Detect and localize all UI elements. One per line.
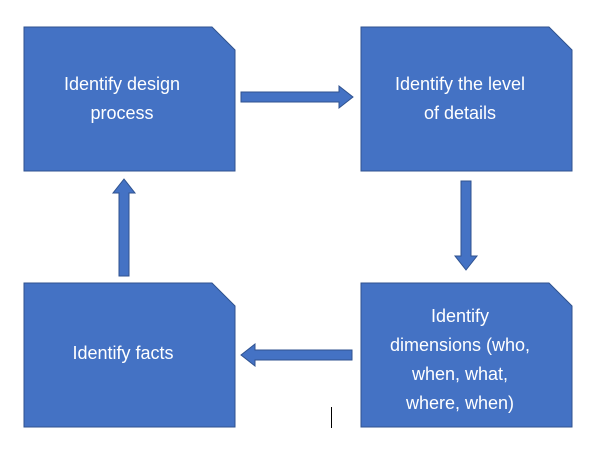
arrow-down xyxy=(453,180,479,271)
box-design-process xyxy=(23,26,236,172)
box-facts xyxy=(23,282,236,428)
text-cursor xyxy=(331,407,332,428)
arrow-left xyxy=(240,342,353,368)
box-level-of-details xyxy=(360,26,573,172)
arrow-up xyxy=(111,178,137,277)
arrow-right xyxy=(240,84,354,110)
box-dimensions xyxy=(360,282,573,428)
